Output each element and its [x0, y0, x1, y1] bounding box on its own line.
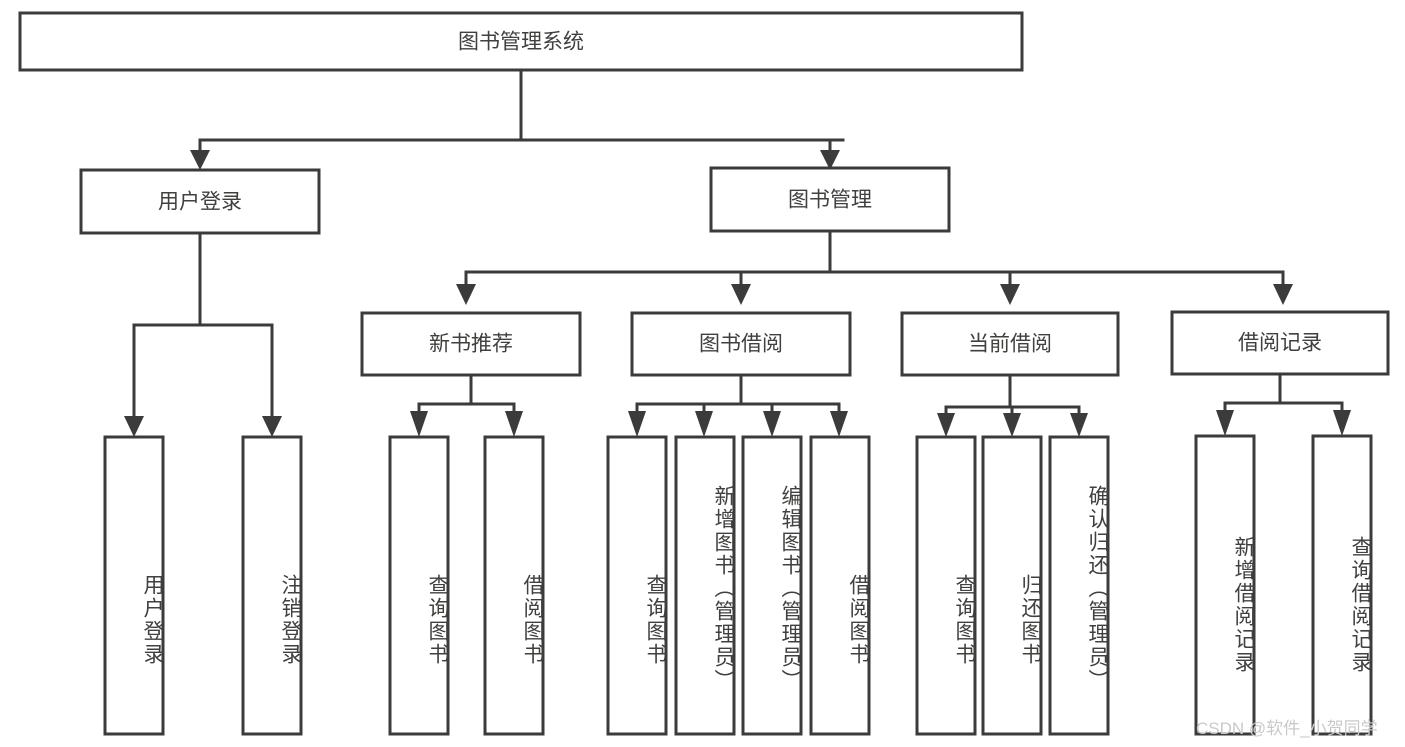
node-book-management-label: 图书管理 — [788, 189, 872, 212]
node-user-login-label: 用户登录 — [158, 191, 242, 214]
node-borrow-record-label: 借阅记录 — [1238, 332, 1322, 355]
node-leaf-add-book[interactable] — [674, 435, 736, 736]
connector-currentborrow-to-leaves — [937, 373, 1088, 437]
node-book-borrow-label: 图书借阅 — [699, 333, 783, 356]
connector-borrowrecord-to-leaves — [1216, 372, 1351, 436]
node-leaf-borrow-book-1[interactable] — [483, 435, 545, 736]
node-new-book-recommend[interactable] — [360, 311, 582, 377]
node-leaf-query-book-1[interactable] — [388, 435, 450, 736]
node-current-borrow-label: 当前借阅 — [968, 333, 1052, 356]
connector-bookmgmt-to-level3 — [456, 229, 1293, 305]
node-leaf-confirm-return[interactable] — [1048, 435, 1110, 736]
node-leaf-logout[interactable] — [241, 435, 303, 736]
connector-root-to-level2 — [190, 68, 845, 170]
node-leaf-return-book[interactable] — [981, 435, 1043, 736]
connector-newbook-to-leaves — [410, 373, 523, 437]
node-new-book-recommend-label: 新书推荐 — [429, 333, 513, 356]
csdn-watermark: CSDN @软件_小贺同学 — [1196, 719, 1378, 738]
node-book-management[interactable] — [709, 166, 951, 233]
node-leaf-user-login[interactable] — [103, 435, 165, 736]
node-book-borrow[interactable] — [630, 311, 852, 377]
node-root[interactable] — [18, 11, 1024, 72]
node-leaf-add-record[interactable] — [1194, 434, 1256, 736]
node-root-label: 图书管理系统 — [458, 31, 584, 54]
node-leaf-borrow-book-2[interactable] — [809, 435, 871, 736]
connector-userlogin-to-leaves — [124, 231, 282, 437]
node-current-borrow[interactable] — [900, 311, 1120, 377]
node-leaf-query-record[interactable] — [1311, 434, 1373, 736]
node-leaf-query-book-3[interactable] — [915, 435, 977, 736]
node-user-login[interactable] — [79, 168, 321, 235]
node-borrow-record[interactable] — [1170, 310, 1390, 376]
node-leaf-edit-book[interactable] — [741, 435, 803, 736]
connector-bookborrow-to-leaves — [628, 373, 848, 437]
node-leaf-query-book-2[interactable] — [606, 435, 668, 736]
